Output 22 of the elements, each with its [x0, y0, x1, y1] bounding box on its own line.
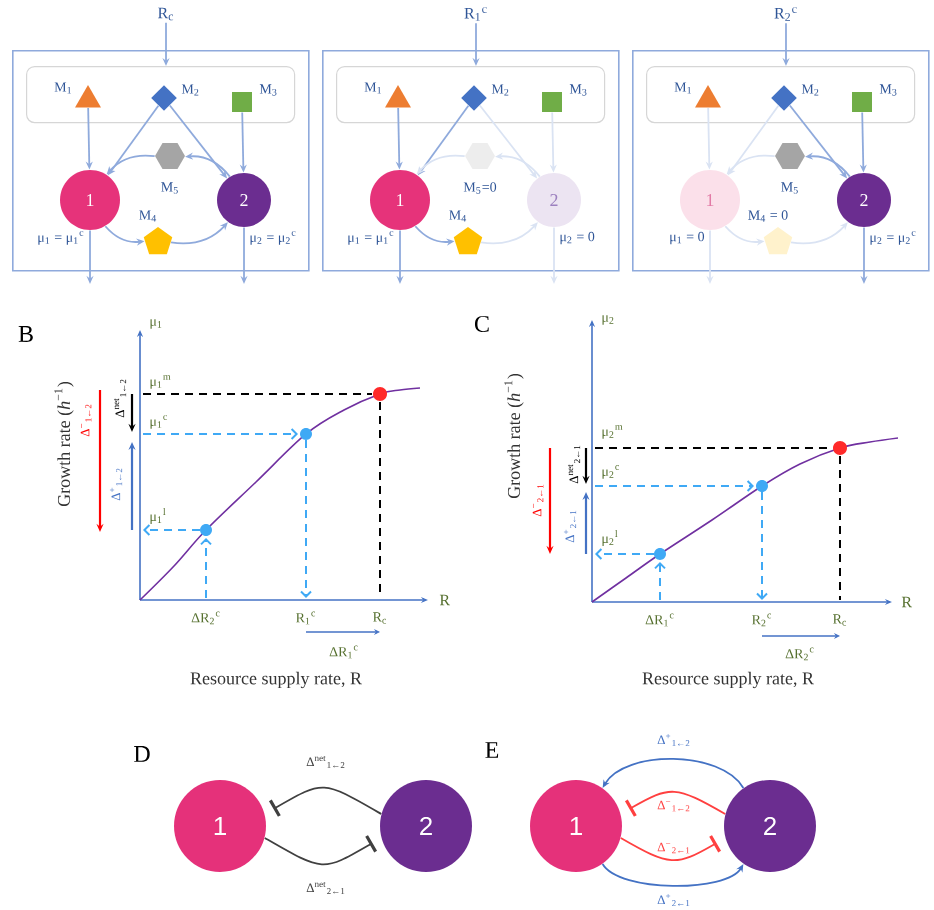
- panel-letter: D: [134, 746, 150, 762]
- arrow: [790, 222, 848, 245]
- resource-label: R$_{c}$: [158, 7, 174, 21]
- panel-box: [322, 50, 620, 272]
- panel-box: [12, 50, 310, 272]
- panel-box: [632, 50, 930, 272]
- panel-letter: E: [485, 742, 499, 758]
- metabolite-box: [26, 66, 296, 124]
- arrow: [480, 222, 538, 245]
- axis-label: R: [439, 594, 451, 606]
- metabolite-box: [336, 66, 606, 124]
- arrow: [170, 222, 228, 245]
- axis-title: Growth rate (h$^{−1}$): [54, 381, 74, 507]
- axis-title: Growth rate (h$^{−1}$): [504, 373, 524, 499]
- arrow: [602, 758, 745, 789]
- axis-label: R: [901, 596, 913, 608]
- panel-letter: B: [18, 326, 33, 342]
- axis-title: Resource supply rate, R: [642, 671, 814, 689]
- metabolite-box: [646, 66, 916, 124]
- axis-title: Resource supply rate, R: [190, 671, 362, 689]
- panel-letter: C: [474, 315, 489, 333]
- arrow: [601, 863, 744, 887]
